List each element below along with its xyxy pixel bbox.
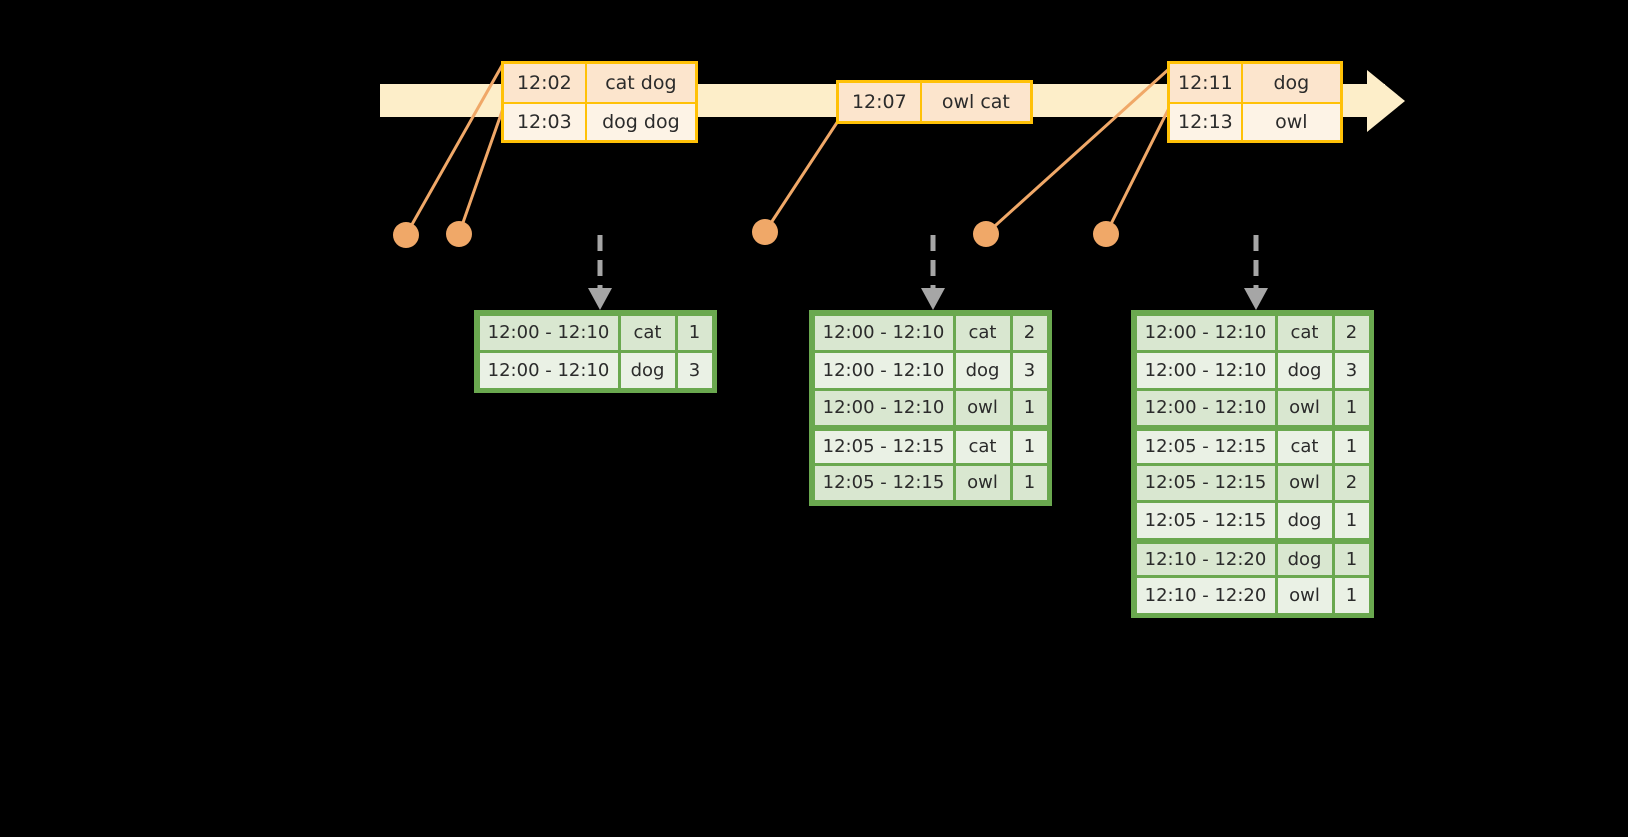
window-cell: 12:05 - 12:15 [1136,465,1275,500]
event-time: 12:13 [1170,104,1243,140]
window-cell: 12:05 - 12:15 [814,465,953,500]
window-cell: 12:00 - 12:10 [814,390,953,425]
word-cell: cat [955,315,1010,350]
connector-dot-3 [752,219,778,245]
count-cell: 1 [1334,503,1369,538]
word-cell: owl [955,390,1010,425]
count-cell: 3 [1334,353,1369,388]
event-words: owl [1242,104,1340,140]
count-cell: 1 [1334,578,1369,613]
event-time: 12:02 [504,64,587,102]
event-row: 12:02 cat dog [504,64,695,102]
word-cell: owl [955,465,1010,500]
word-cell: dog [1277,353,1332,388]
word-cell: dog [1277,543,1332,575]
word-cell: cat [620,315,675,350]
count-cell: 3 [677,353,712,388]
window-cell: 12:00 - 12:10 [479,315,618,350]
window-cell: 12:00 - 12:10 [814,315,953,350]
event-box-3[interactable]: 12:11 dog 12:13 owl [1167,61,1343,143]
count-cell: 2 [1012,315,1047,350]
event-words: owl cat [921,83,1030,121]
event-words: dog [1242,64,1340,102]
window-cell: 12:00 - 12:10 [479,353,618,388]
window-cell: 12:00 - 12:10 [1136,390,1275,425]
event-row: 12:03 dog dog [504,102,695,140]
trigger-arrow-head-3 [1244,288,1268,310]
count-cell: 1 [1012,390,1047,425]
event-time: 12:11 [1170,64,1243,102]
trigger-arrow-heads [588,288,1268,310]
count-cell: 1 [1334,390,1369,425]
count-cell: 1 [677,315,712,350]
connector-dot-2 [446,221,472,247]
word-cell: owl [1277,578,1332,613]
word-cell: owl [1277,390,1332,425]
word-cell: cat [1277,431,1332,463]
connector-dot-4 [973,221,999,247]
event-row: 12:07 owl cat [839,83,1030,121]
event-words: cat dog [586,64,695,102]
word-cell: cat [1277,315,1332,350]
event-time: 12:03 [504,104,587,140]
count-cell: 2 [1334,315,1369,350]
connector-dots [393,219,1119,248]
connector-line-5 [1104,101,1174,235]
window-cell: 12:00 - 12:10 [1136,353,1275,388]
count-cell: 1 [1012,465,1047,500]
count-cell: 2 [1334,465,1369,500]
window-cell: 12:05 - 12:15 [1136,431,1275,463]
window-cell: 12:00 - 12:10 [814,353,953,388]
word-cell: owl [1277,465,1332,500]
trigger-arrow-shafts [597,235,1259,290]
count-cell: 1 [1334,543,1369,575]
connector-dot-1 [393,222,419,248]
event-time: 12:07 [839,83,922,121]
count-cell: 1 [1334,431,1369,463]
event-row: 12:11 dog [1170,64,1340,102]
word-cell: dog [955,353,1010,388]
trigger-arrow-head-2 [921,288,945,310]
connector-line-2 [457,99,508,235]
event-box-1[interactable]: 12:02 cat dog 12:03 dog dog [501,61,698,143]
count-cell: 1 [1012,431,1047,463]
event-words: dog dog [586,104,695,140]
window-cell: 12:05 - 12:15 [1136,503,1275,538]
window-cell: 12:10 - 12:20 [1136,578,1275,613]
event-box-2[interactable]: 12:07 owl cat [836,80,1033,124]
word-cell: cat [955,431,1010,463]
connector-dot-5 [1093,221,1119,247]
window-cell: 12:10 - 12:20 [1136,543,1275,575]
word-cell: dog [620,353,675,388]
count-cell: 3 [1012,353,1047,388]
trigger-arrow-head-1 [588,288,612,310]
event-row: 12:13 owl [1170,102,1340,140]
connector-line-3 [763,117,842,233]
word-cell: dog [1277,503,1332,538]
window-cell: 12:05 - 12:15 [814,431,953,463]
window-cell: 12:00 - 12:10 [1136,315,1275,350]
timeline-arrow-icon [1367,70,1405,132]
